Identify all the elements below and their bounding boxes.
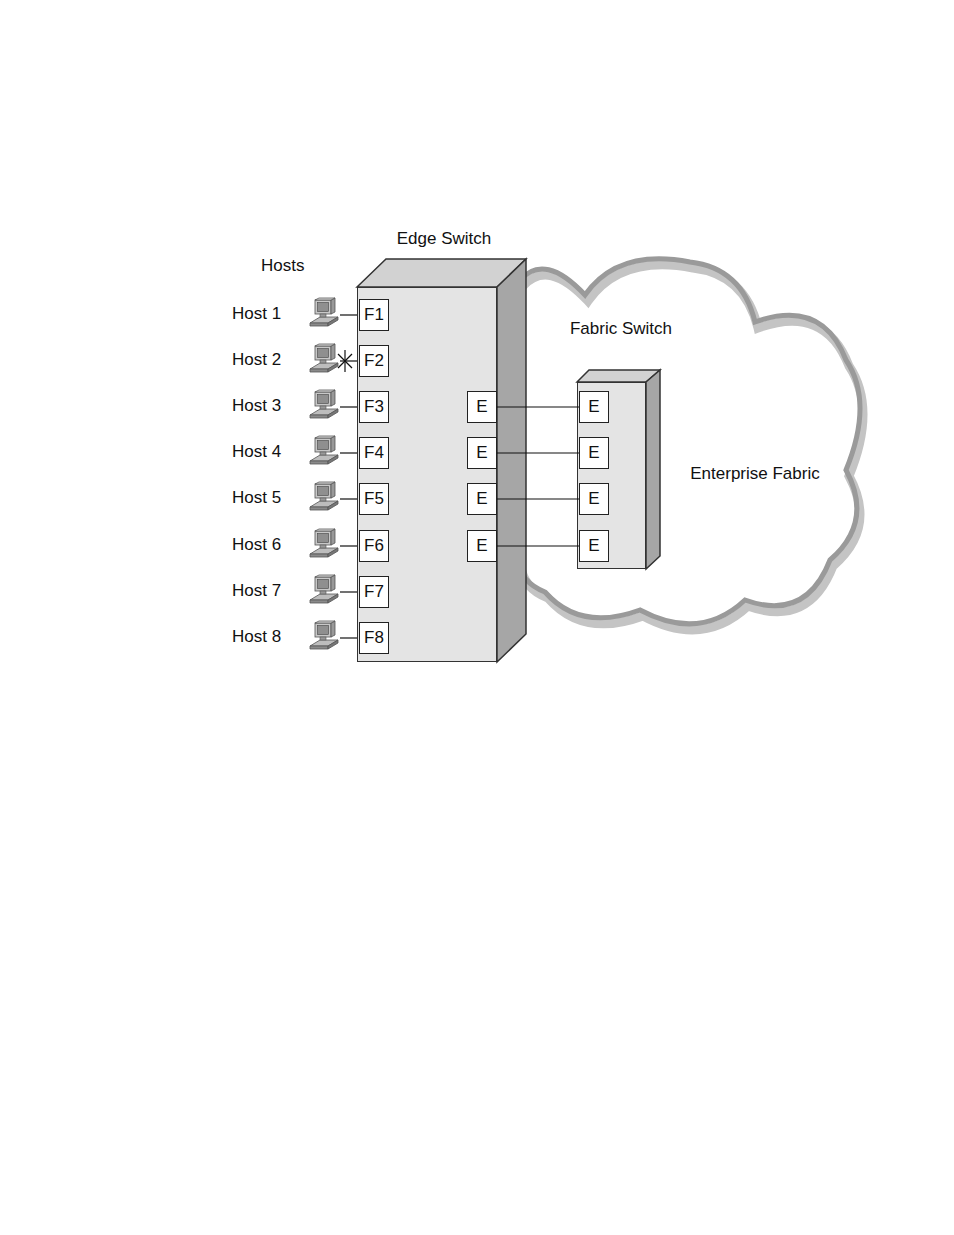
host: Host 2 xyxy=(232,342,340,378)
f-port: F4 xyxy=(359,437,389,469)
port-label: F8 xyxy=(364,628,384,648)
port-label: E xyxy=(588,536,599,556)
host: Host 6 xyxy=(232,527,340,563)
e-port: E xyxy=(579,530,609,562)
host: Host 3 xyxy=(232,388,340,424)
port-label: F3 xyxy=(364,397,384,417)
f-port: F5 xyxy=(359,483,389,515)
host: Host 4 xyxy=(232,434,340,470)
computer-icon xyxy=(308,528,340,562)
port-label: F6 xyxy=(364,536,384,556)
host: Host 8 xyxy=(232,619,340,655)
switch-heading: Fabric Switch xyxy=(568,317,674,341)
port-label: F5 xyxy=(364,489,384,509)
fabric-cloud: Enterprise Fabric Fabric SwitchE E E E xyxy=(500,245,870,635)
switch-side-face xyxy=(646,370,660,569)
e-port: E xyxy=(467,530,497,562)
edge-switch: Edge SwitchF1F2F3F4F5F6F7F8EEEE xyxy=(357,287,497,662)
e-port: E xyxy=(579,437,609,469)
link-line xyxy=(497,452,579,453)
e-port: E xyxy=(467,483,497,515)
port-label: E xyxy=(476,443,487,463)
switch-side-face xyxy=(497,259,526,662)
host-label: Host 2 xyxy=(232,350,281,370)
host-label: Host 1 xyxy=(232,304,281,324)
switch-heading: Edge Switch xyxy=(378,227,510,251)
fabric-switch: Fabric SwitchEEEE xyxy=(577,382,646,569)
computer-icon xyxy=(308,435,340,469)
failure-asterisk xyxy=(338,350,352,372)
computer-icon xyxy=(308,574,340,608)
port-label: E xyxy=(588,489,599,509)
host-label: Host 5 xyxy=(232,488,281,508)
port-label: F1 xyxy=(364,305,384,325)
e-port: E xyxy=(467,391,497,423)
computer-icon xyxy=(308,481,340,515)
link-line xyxy=(497,498,579,499)
port-label: E xyxy=(476,489,487,509)
computer-icon xyxy=(308,389,340,423)
port-label: E xyxy=(476,397,487,417)
port-label: F4 xyxy=(364,443,384,463)
e-port: E xyxy=(467,437,497,469)
host-label: Host 6 xyxy=(232,535,281,555)
host-label: Host 4 xyxy=(232,442,281,462)
f-port: F8 xyxy=(359,622,389,654)
port-label: E xyxy=(588,443,599,463)
port-label: F2 xyxy=(364,351,384,371)
computer-icon xyxy=(308,620,340,654)
host: Host 5 xyxy=(232,480,340,516)
cloud-outline xyxy=(500,245,870,635)
f-port: F6 xyxy=(359,530,389,562)
computer-icon xyxy=(308,297,340,331)
f-port: F1 xyxy=(359,299,389,331)
column-heading: Hosts xyxy=(261,256,304,276)
host-label: Host 8 xyxy=(232,627,281,647)
f-port: F2 xyxy=(359,345,389,377)
host: Host 1 xyxy=(232,296,340,332)
f-port: F7 xyxy=(359,576,389,608)
e-port: E xyxy=(579,391,609,423)
link-line xyxy=(497,406,579,407)
computer-icon xyxy=(308,343,340,377)
link-line xyxy=(497,545,579,546)
e-port: E xyxy=(579,483,609,515)
port-label: E xyxy=(588,397,599,417)
host-label: Host 7 xyxy=(232,581,281,601)
port-label: E xyxy=(476,536,487,556)
host: Host 7 xyxy=(232,573,340,609)
host-label: Host 3 xyxy=(232,396,281,416)
f-port: F3 xyxy=(359,391,389,423)
cloud-label: Enterprise Fabric xyxy=(675,462,835,486)
port-label: F7 xyxy=(364,582,384,602)
